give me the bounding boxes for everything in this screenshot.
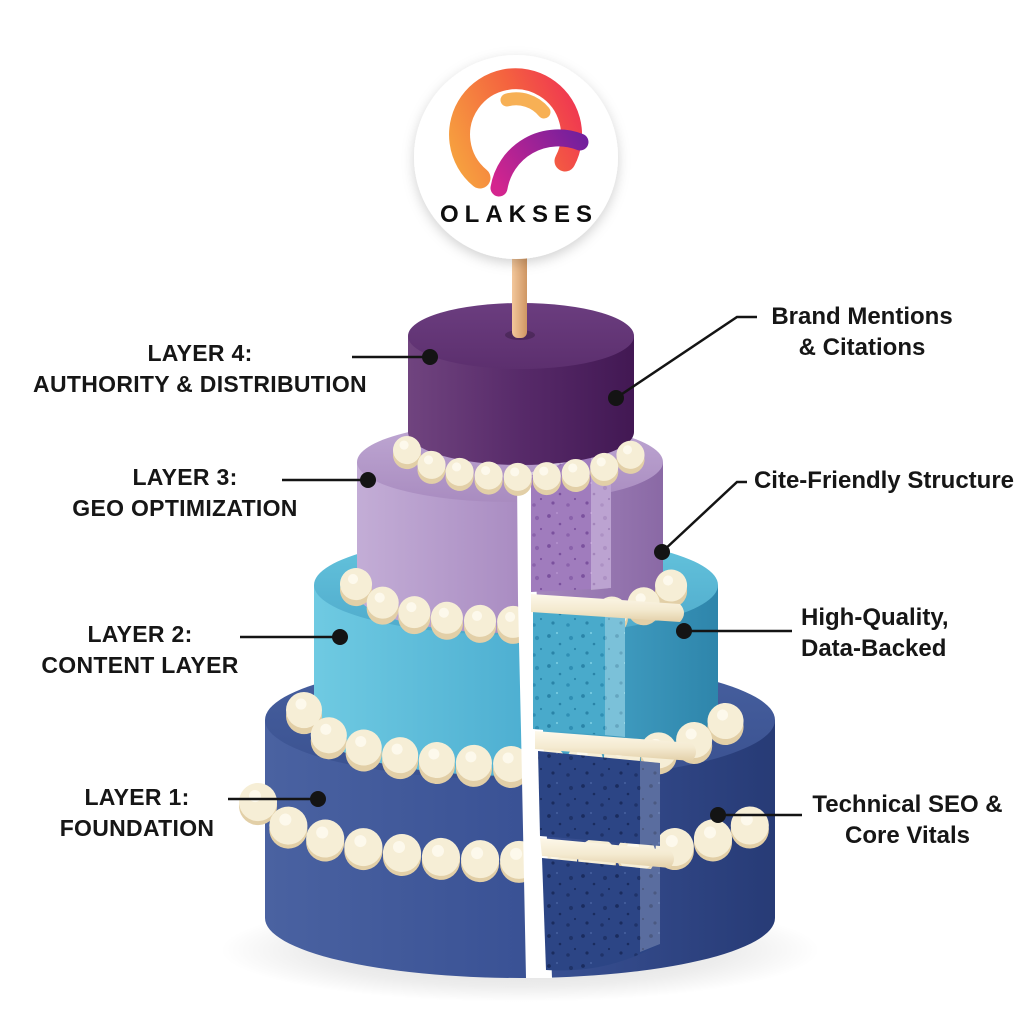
connector-brand-mentions: [615, 315, 757, 400]
logo-topper: [414, 55, 618, 259]
olakses-swirl-icon: [449, 68, 589, 197]
slice-sponge-teal: [533, 610, 625, 737]
slice-cream-under-lavender: [531, 594, 684, 622]
annotation-high-quality-line2: Data-Backed: [801, 635, 947, 662]
annotation-brand-mentions-line2: & Citations: [798, 334, 926, 361]
annotation-brand-mentions: Brand Mentions & Citations: [762, 301, 962, 363]
piping-tier4-base: [393, 436, 649, 496]
annotation-high-quality: High-Quality, Data-Backed: [801, 602, 1001, 664]
label-layer-2-line1: LAYER 2:: [87, 621, 193, 647]
annotation-technical-seo-line2: Core Vitals: [845, 822, 970, 849]
slice-glaze-teal: [605, 616, 625, 737]
annotation-cite-friendly-line1: Cite-Friendly Structure: [753, 467, 1015, 494]
label-layer-1-line2: FOUNDATION: [59, 815, 215, 841]
label-layer-3-line2: GEO OPTIMIZATION: [72, 495, 298, 521]
dot-layer-3: [360, 472, 376, 488]
slice-cream-filling: [540, 838, 674, 868]
label-layer-2-line2: CONTENT LAYER: [41, 652, 239, 678]
label-layer-4-line2: AUTHORITY & DISTRIBUTION: [33, 371, 367, 397]
label-layer-1-line1: LAYER 1:: [84, 784, 190, 810]
slice-sponge-navy-lower: [542, 858, 660, 971]
slice-sponge-navy-upper: [538, 751, 660, 846]
dot-high-quality: [676, 623, 692, 639]
label-layer-3-line1: LAYER 3:: [132, 464, 238, 490]
dot-layer-2: [332, 629, 348, 645]
dot-technical-seo: [710, 807, 726, 823]
cake-slice-cut-faces: [530, 450, 696, 971]
piping-tier2-base: [286, 692, 748, 788]
annotation-technical-seo: Technical SEO & Core Vitals: [810, 789, 1005, 851]
topper-stick: [512, 248, 527, 338]
label-layer-4-line1: LAYER 4:: [147, 340, 253, 366]
slice-glaze-lavender: [591, 453, 611, 590]
label-layer-4: LAYER 4: AUTHORITY & DISTRIBUTION: [15, 338, 385, 400]
label-layer-2: LAYER 2: CONTENT LAYER: [30, 619, 250, 681]
label-layer-3: LAYER 3: GEO OPTIMIZATION: [35, 462, 335, 524]
annotation-cite-friendly: Cite-Friendly Structure: [748, 465, 1020, 496]
annotation-technical-seo-line1: Technical SEO &: [812, 791, 1003, 818]
piping-mid-tier1-highlight: [249, 790, 783, 860]
annotation-high-quality-line1: High-Quality,: [801, 604, 949, 631]
dot-brand-mentions: [608, 390, 624, 406]
slice-cream-under-teal: [535, 731, 696, 761]
connector-lines: [228, 315, 802, 817]
brand-wordmark: OLAKSES: [439, 201, 598, 228]
connector-dots: [310, 349, 726, 823]
dot-cite-friendly: [654, 544, 670, 560]
label-layer-1: LAYER 1: FOUNDATION: [27, 782, 247, 844]
annotation-brand-mentions-line1: Brand Mentions: [771, 303, 953, 330]
dot-layer-1: [310, 791, 326, 807]
dot-layer-4: [422, 349, 438, 365]
connector-cite-friendly: [661, 480, 747, 553]
piping-mid-tier1: [239, 783, 799, 879]
